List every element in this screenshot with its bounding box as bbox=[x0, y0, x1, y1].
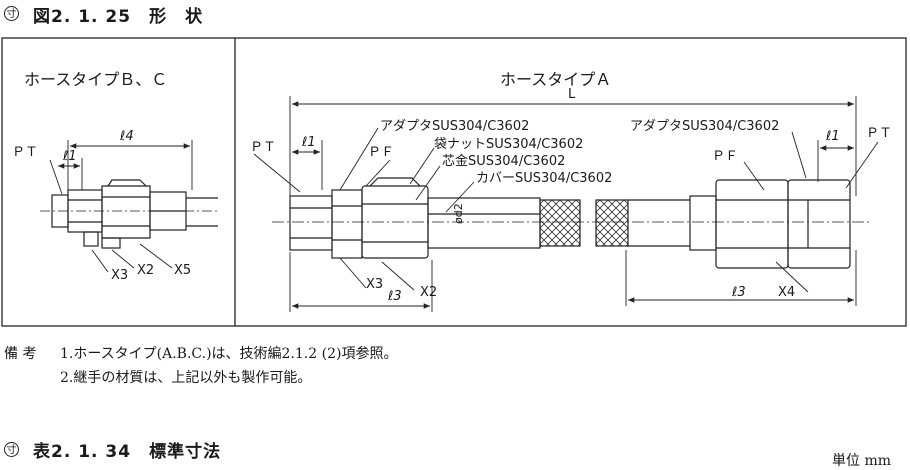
x4-label: X4 bbox=[778, 285, 796, 300]
x3-label-left: X3 bbox=[111, 268, 129, 283]
l4-label: ℓ4 bbox=[120, 129, 134, 144]
pt-label-a-right: ＰＴ bbox=[866, 126, 893, 141]
callout-adapter-right: アダプタSUS304/C3602 bbox=[630, 119, 780, 134]
x5-label: X5 bbox=[174, 263, 192, 278]
fitting-drawing-bc bbox=[40, 179, 218, 249]
figure-drawing bbox=[1, 37, 907, 327]
x2-label-a: X2 bbox=[420, 285, 438, 300]
figure-heading: 図2. 1. 25 形 状 bbox=[33, 7, 204, 27]
callout-adapter-left: アダプタSUS304/C3602 bbox=[380, 119, 530, 134]
pf-label-a-right: ＰＦ bbox=[712, 149, 739, 164]
unit-label: 単位 mm bbox=[832, 453, 892, 469]
l1-label-left: ℓ1 bbox=[63, 149, 77, 164]
pf-label-a-left: ＰＦ bbox=[368, 145, 395, 160]
l3-label-a-left: ℓ3 bbox=[388, 289, 402, 304]
section-mark-icon: 寸 bbox=[4, 6, 19, 21]
pt-label-a-left: ＰＴ bbox=[250, 140, 277, 155]
callout-core-metal: 芯金SUS304/C3602 bbox=[442, 154, 566, 169]
l3-label-a-right: ℓ3 bbox=[732, 285, 746, 300]
x3-label-a: X3 bbox=[366, 277, 384, 292]
hose-type-bc-title: ホースタイプＢ、Ｃ bbox=[24, 70, 168, 89]
remarks-line-2: 2.継手の材質は、上記以外も製作可能。 bbox=[60, 370, 312, 386]
callout-cover: カバーSUS304/C3602 bbox=[476, 171, 613, 186]
remarks-line-1: 1.ホースタイプ(A.B.C.)は、技術編2.1.2 (2)項参照。 bbox=[60, 346, 398, 362]
x2-label-left: X2 bbox=[137, 263, 155, 278]
l1-label-a-left: ℓ1 bbox=[302, 135, 316, 150]
pt-label-left: ＰＴ bbox=[12, 145, 39, 160]
hose-type-a-title: ホースタイプＡ bbox=[500, 70, 612, 89]
l1-label-a-right: ℓ1 bbox=[826, 129, 840, 144]
callout-bag-nut: 袋ナットSUS304/C3602 bbox=[434, 137, 584, 152]
section-mark-icon: 寸 bbox=[4, 442, 19, 457]
fitting-drawing-a bbox=[272, 177, 872, 269]
table-heading: 表2. 1. 34 標準寸法 bbox=[33, 442, 222, 462]
figure-frame bbox=[1, 37, 907, 327]
length-L-label: L bbox=[568, 87, 576, 102]
d2-label: ød2 bbox=[452, 203, 465, 224]
remarks-label: 備 考 bbox=[4, 346, 37, 362]
